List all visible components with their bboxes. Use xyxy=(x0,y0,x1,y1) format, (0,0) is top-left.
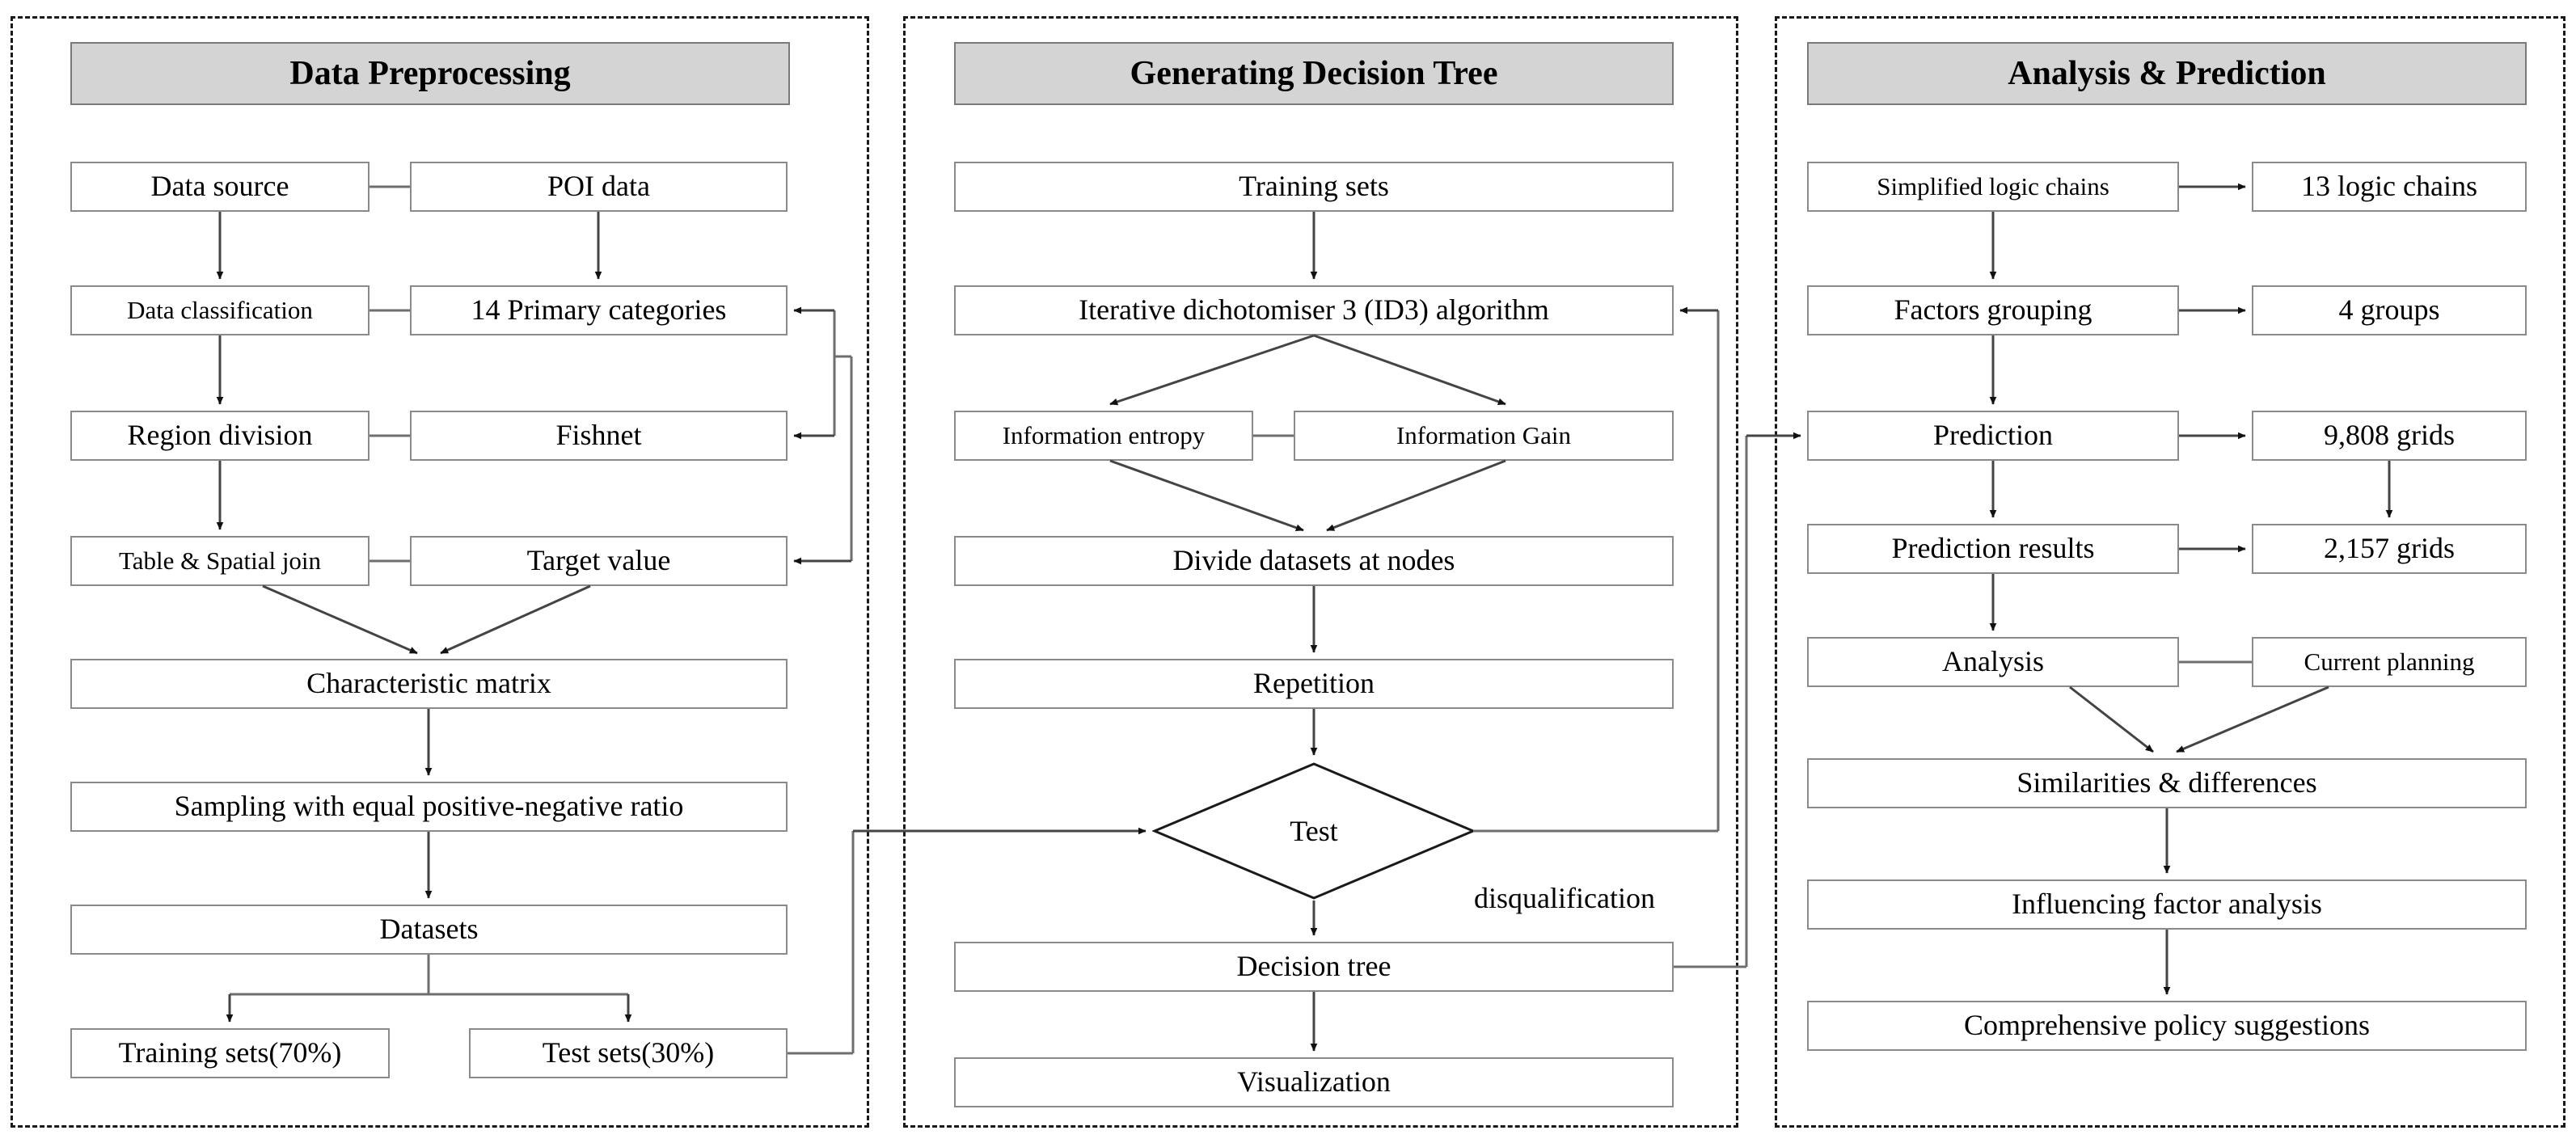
node-characteristic-matrix[interactable]: Characteristic matrix xyxy=(70,659,788,709)
panel-title-data-preprocessing: Data Preprocessing xyxy=(70,42,790,105)
node-training-sets[interactable]: Training sets xyxy=(954,162,1674,212)
node-data-classification[interactable]: Data classification xyxy=(70,285,370,335)
node-factors-grouping[interactable]: Factors grouping xyxy=(1807,285,2179,335)
node-similarities-differences[interactable]: Similarities & differences xyxy=(1807,758,2527,808)
node-analysis[interactable]: Analysis xyxy=(1807,637,2179,687)
node-data-source[interactable]: Data source xyxy=(70,162,370,212)
node-table-spatial-join[interactable]: Table & Spatial join xyxy=(70,536,370,586)
panel-title-analysis-prediction: Analysis & Prediction xyxy=(1807,42,2527,105)
node-policy-suggestions[interactable]: Comprehensive policy suggestions xyxy=(1807,1001,2527,1051)
node-repetition[interactable]: Repetition xyxy=(954,659,1674,709)
node-test-sets-30[interactable]: Test sets(30%) xyxy=(469,1028,788,1078)
node-sampling[interactable]: Sampling with equal positive-negative ra… xyxy=(70,782,788,832)
node-visualization[interactable]: Visualization xyxy=(954,1057,1674,1107)
node-influencing-factor-analysis[interactable]: Influencing factor analysis xyxy=(1807,879,2527,930)
node-fishnet[interactable]: Fishnet xyxy=(410,411,788,461)
panel-data-preprocessing xyxy=(11,16,869,1128)
node-training-sets-70[interactable]: Training sets(70%) xyxy=(70,1028,390,1078)
node-region-division[interactable]: Region division xyxy=(70,411,370,461)
edge-label-disqualification: disqualification xyxy=(1474,882,1655,914)
node-9808-grids[interactable]: 9,808 grids xyxy=(2252,411,2527,461)
node-information-gain[interactable]: Information Gain xyxy=(1294,411,1674,461)
node-prediction-results[interactable]: Prediction results xyxy=(1807,524,2179,574)
node-4-groups[interactable]: 4 groups xyxy=(2252,285,2527,335)
node-simplified-logic-chains[interactable]: Simplified logic chains xyxy=(1807,162,2179,212)
panel-analysis-prediction xyxy=(1775,16,2565,1128)
node-current-planning[interactable]: Current planning xyxy=(2252,637,2527,687)
panel-title-generating-decision-tree: Generating Decision Tree xyxy=(954,42,1674,105)
node-divide-datasets[interactable]: Divide datasets at nodes xyxy=(954,536,1674,586)
node-target-value[interactable]: Target value xyxy=(410,536,788,586)
node-decision-tree[interactable]: Decision tree xyxy=(954,942,1674,992)
node-datasets[interactable]: Datasets xyxy=(70,905,788,955)
node-id3-algorithm[interactable]: Iterative dichotomiser 3 (ID3) algorithm xyxy=(954,285,1674,335)
node-information-entropy[interactable]: Information entropy xyxy=(954,411,1253,461)
node-test-decision[interactable]: Test xyxy=(1152,761,1476,900)
node-primary-categories[interactable]: 14 Primary categories xyxy=(410,285,788,335)
node-prediction[interactable]: Prediction xyxy=(1807,411,2179,461)
node-test-label: Test xyxy=(1290,815,1338,847)
panel-generating-decision-tree xyxy=(903,16,1738,1128)
node-2157-grids[interactable]: 2,157 grids xyxy=(2252,524,2527,574)
node-13-logic-chains[interactable]: 13 logic chains xyxy=(2252,162,2527,212)
node-poi-data[interactable]: POI data xyxy=(410,162,788,212)
